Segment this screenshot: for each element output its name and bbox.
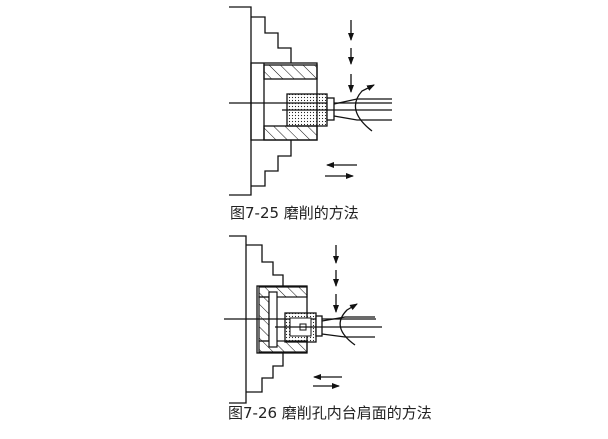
figure-caption: 图7-26 磨削孔内台肩面的方法: [228, 404, 432, 422]
figure-7-25: 图7-25 磨削的方法: [229, 6, 392, 222]
figure-caption: 图7-25 磨削的方法: [230, 204, 359, 222]
workpiece: [250, 62, 318, 141]
rotation-arrow-icon: [339, 303, 358, 346]
rotation-arrow-icon: [354, 84, 375, 132]
reciprocating-arrows-icon: [325, 162, 357, 179]
chuck-outline: [229, 6, 292, 196]
figure-7-26: 图7-26 磨削孔内台肩面的方法: [224, 235, 432, 422]
reciprocating-arrows-icon: [313, 374, 342, 389]
spindle: [275, 316, 382, 338]
